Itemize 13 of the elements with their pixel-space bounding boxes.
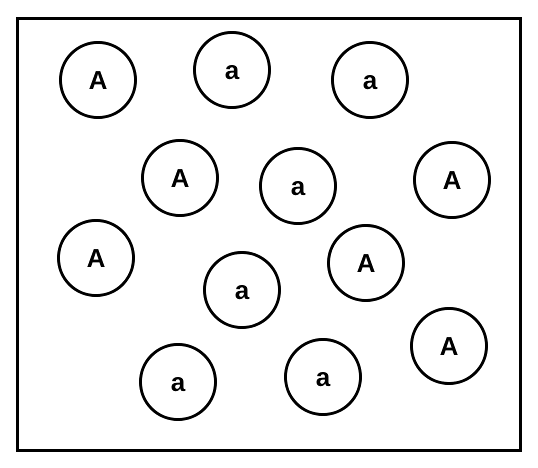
allele-letter: A [442, 167, 462, 193]
allele-letter: A [356, 250, 376, 276]
allele-letter: A [170, 165, 190, 191]
allele-letter: a [316, 364, 330, 390]
allele-letter: a [290, 173, 306, 199]
allele-letter: a [362, 67, 378, 93]
allele-letter: A [86, 245, 106, 271]
allele-letter: A [88, 67, 108, 93]
allele-letter: a [224, 57, 240, 83]
frame [16, 17, 522, 452]
allele-letter: A [440, 333, 458, 359]
allele-letter: a [170, 369, 186, 395]
allele-letter: a [234, 277, 250, 303]
